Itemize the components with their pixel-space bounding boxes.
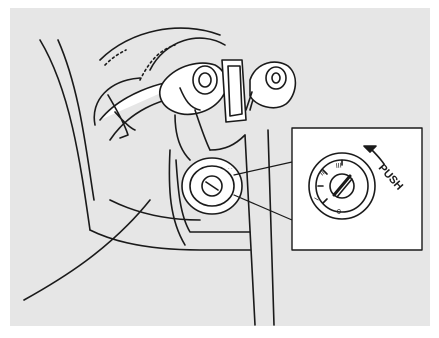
svg-text:· · ·: · · · <box>228 166 236 172</box>
ignition-switch-icon <box>309 153 375 219</box>
position-label-0: 0 <box>337 209 341 216</box>
position-label-III: III <box>336 163 342 170</box>
